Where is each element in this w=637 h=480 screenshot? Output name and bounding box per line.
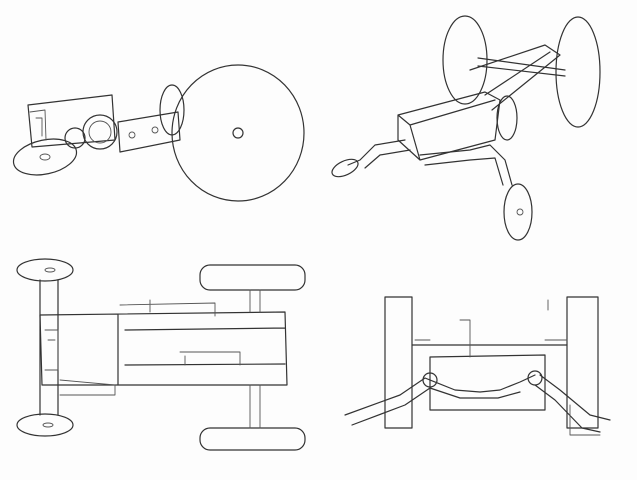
chassis-top bbox=[39, 311, 288, 386]
front-wheel-bottom bbox=[16, 413, 74, 437]
top-view bbox=[16, 258, 306, 451]
rear-wheel bbox=[496, 95, 518, 141]
small-wheel-hub bbox=[39, 153, 51, 161]
side-view bbox=[12, 64, 305, 202]
left-foot bbox=[331, 158, 359, 178]
left-wheel bbox=[442, 15, 488, 105]
front-column bbox=[39, 279, 59, 416]
left-wheel-pillar bbox=[384, 296, 413, 429]
frame-rails bbox=[469, 44, 561, 111]
joint-circle-small bbox=[64, 127, 86, 149]
hidden-wheel bbox=[159, 84, 185, 136]
front-wheel-top bbox=[16, 258, 74, 282]
large-wheel-hub bbox=[232, 127, 244, 139]
rear-wheel-bottom bbox=[199, 427, 306, 451]
front-view bbox=[344, 296, 611, 436]
left-leg-front bbox=[344, 374, 536, 426]
arm-bar bbox=[117, 111, 181, 153]
right-wheel bbox=[555, 16, 601, 128]
right-leg-front bbox=[534, 374, 611, 433]
right-knee bbox=[527, 370, 543, 386]
small-wheel bbox=[12, 138, 78, 176]
axle bbox=[477, 57, 566, 77]
chassis bbox=[397, 91, 501, 161]
left-leg bbox=[347, 139, 411, 169]
rear-wheel-top bbox=[199, 264, 306, 291]
perspective-view bbox=[331, 15, 601, 241]
body-front bbox=[411, 344, 568, 411]
right-foot bbox=[503, 183, 533, 241]
left-knee bbox=[422, 372, 438, 388]
joint-circle bbox=[82, 114, 118, 150]
right-leg bbox=[419, 144, 513, 186]
large-wheel bbox=[171, 64, 305, 202]
